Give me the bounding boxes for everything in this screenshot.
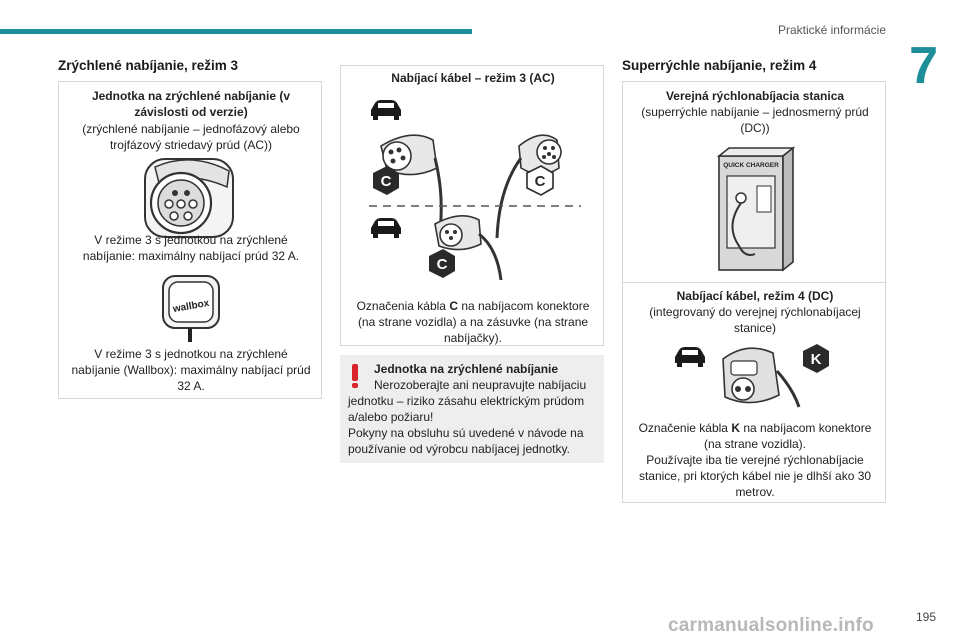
svg-text:C: C <box>535 173 546 190</box>
svg-text:C: C <box>437 256 448 273</box>
unit-subtitle: (zrýchlené nabíjanie – jednofázový alebo… <box>82 122 300 152</box>
quick-charger-sign: QUICK CHARGER <box>723 162 779 169</box>
marker-c-filled: C <box>373 166 399 195</box>
svg-text:C: C <box>381 173 392 190</box>
station-subtitle: (superrýchle nabíjanie – jednosmerný prú… <box>641 105 869 135</box>
caption-cable-length: Používajte iba tie verejné rýchlonabíjac… <box>638 453 872 499</box>
charger-plug-icon <box>495 134 562 239</box>
marker-c-filled: C <box>429 249 455 278</box>
marker-c-outline: C <box>526 165 554 196</box>
cable-mode4-subtitle: (integrovaný do verejnej rýchlonabíjacej… <box>649 305 861 335</box>
warning-title: Jednotka na zrýchlené nabíjanie <box>374 362 559 376</box>
vehicle-connector-icon <box>380 134 443 239</box>
cable-mode3-panel: Nabíjací kábel – režim 3 (AC) C <box>340 65 604 346</box>
type2-socket-illustration <box>144 158 234 238</box>
charging-unit-panel: Jednotka na zrýchlené nabíjanie (v závis… <box>58 81 322 399</box>
vehicle-connector-icon <box>434 215 503 281</box>
watermark: carmanualsonline.info <box>668 615 874 636</box>
page-number: 195 <box>915 610 936 624</box>
warning-icon <box>352 364 358 388</box>
section-title-mode3: Zrýchlené nabíjanie, režim 3 <box>58 58 239 73</box>
caption-cable-c: Označenia kábla C na nabíjacom konektore… <box>356 299 590 345</box>
chapter-number: 7 <box>909 37 938 95</box>
station-title: Verejná rýchlonabíjacia stanica <box>665 89 845 103</box>
wallbox-illustration: wallbox <box>162 275 220 342</box>
station-panel: Verejná rýchlonabíjacia stanica (superrý… <box>622 81 886 283</box>
car-icon <box>371 218 401 238</box>
running-header: Praktické informácie <box>777 23 886 37</box>
warning-box: Jednotka na zrýchlené nabíjanie Nerozobe… <box>340 355 604 463</box>
cable-mode4-illustration: K <box>675 344 829 408</box>
unit-title: Jednotka na zrýchlené nabíjanie (v závis… <box>91 89 291 119</box>
section-title-mode4: Superrýchle nabíjanie, režim 4 <box>622 58 817 73</box>
quick-charger-illustration: QUICK CHARGER <box>716 146 796 272</box>
marker-k: K <box>803 344 829 373</box>
cable-mode4-title: Nabíjací kábel, režim 4 (DC) <box>676 289 834 303</box>
warning-text: Nerozoberajte ani neupravujte nabíjaciu … <box>348 378 587 456</box>
caption-cable-k: Označenie kábla K na nabíjacom konektore… <box>638 421 872 451</box>
cable-mode3-illustration: C C C <box>369 100 581 281</box>
caption-socket: V režime 3 s jednotkou na zrýchlené nabí… <box>82 233 300 263</box>
chademo-connector-icon <box>722 347 801 408</box>
car-icon <box>675 347 705 367</box>
cable-mode4-panel: Nabíjací kábel, režim 4 (DC) (integrovan… <box>622 282 886 503</box>
cable-mode3-title: Nabíjací kábel – režim 3 (AC) <box>391 71 555 85</box>
caption-wallbox: V režime 3 s jednotkou na zrýchlené nabí… <box>71 347 311 393</box>
car-icon <box>371 100 401 120</box>
svg-text:K: K <box>811 351 822 368</box>
header-accent-bar <box>0 29 472 34</box>
